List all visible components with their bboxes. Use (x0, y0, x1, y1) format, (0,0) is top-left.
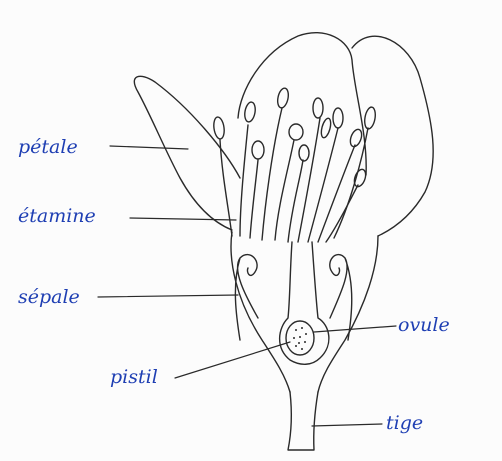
anther (276, 87, 290, 109)
stamen-filament (250, 160, 258, 238)
ovule-dots (293, 327, 307, 350)
petal-left (134, 76, 240, 230)
leader-line-petale (110, 146, 188, 149)
label-etamine: étamine (18, 207, 96, 226)
stamen-filament (275, 140, 294, 240)
leader-line-etamine (130, 218, 236, 220)
anther (243, 101, 256, 122)
petals (134, 33, 433, 236)
stamen-filament (220, 140, 232, 236)
label-sepale: sépale (18, 288, 80, 307)
label-pistil: pistil (110, 368, 158, 387)
label-petale: pétale (18, 138, 78, 157)
leader-line-sepale (98, 295, 238, 297)
anther (348, 128, 364, 148)
stamen-filament (240, 125, 248, 236)
leader-line-tige (312, 424, 382, 426)
stamen-filament (326, 185, 358, 242)
anther (213, 116, 226, 139)
anther (289, 124, 303, 140)
stamen-filament (308, 128, 338, 242)
petal-back-center (238, 33, 366, 175)
anther (313, 98, 323, 118)
label-ovule: ovule (398, 316, 450, 335)
stamens (213, 87, 377, 242)
anther (363, 106, 377, 129)
anther (333, 108, 343, 128)
stem-outline (288, 392, 318, 450)
sepal-right (330, 255, 352, 340)
anther (352, 168, 368, 188)
pistil (280, 242, 329, 364)
leader-line-pistil (175, 342, 290, 378)
anther (299, 145, 309, 161)
anther (320, 117, 333, 138)
label-tige: tige (386, 414, 423, 433)
sepals (235, 255, 351, 340)
anther (252, 141, 264, 159)
stamen-filament (318, 145, 355, 242)
stamen-filament (262, 108, 282, 240)
